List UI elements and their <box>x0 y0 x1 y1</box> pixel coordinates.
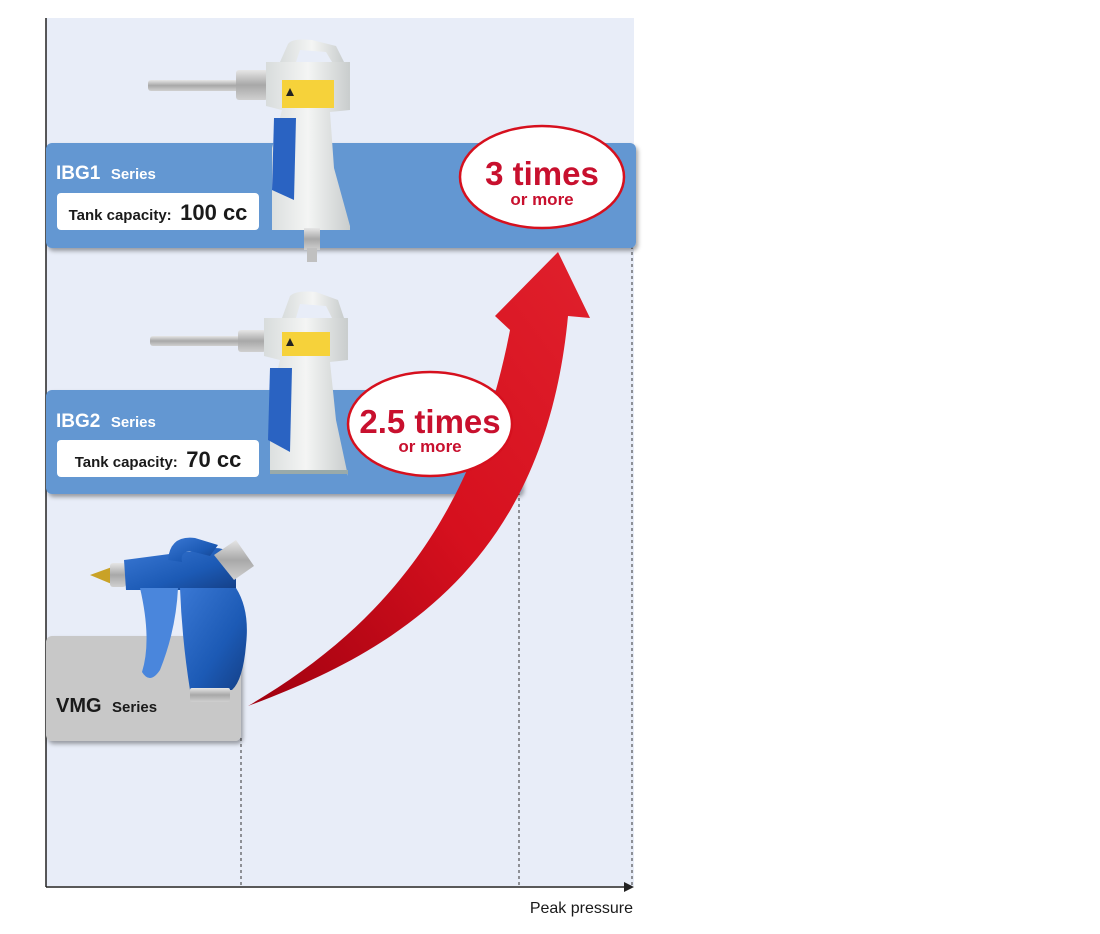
blue-blow-gun-icon <box>90 537 254 702</box>
white-impact-blow-gun-icon <box>148 39 350 262</box>
ibg1-ratio-sub: or more <box>510 190 573 209</box>
svg-text:Tank capacity: 70 cc: Tank capacity: 70 cc <box>75 447 242 472</box>
svg-text:IBG2 Series: IBG2 Series <box>56 411 156 432</box>
ibg1-tank-box <box>57 193 259 230</box>
x-axis-label: Peak pressure <box>530 900 633 917</box>
ibg2-ratio-main: 2.5 times <box>359 403 500 440</box>
ibg1-ratio-badge: 3 times or more <box>458 124 626 230</box>
vmg-series-name: VMG <box>56 695 102 717</box>
ibg2-tank-box <box>57 440 259 477</box>
ibg2-ratio-badge: 2.5 times or more <box>346 370 514 478</box>
x-axis-arrowhead <box>624 882 634 892</box>
ibg2-tank-value: 70 cc <box>186 447 241 472</box>
ibg1-series-name: IBG1 <box>56 163 101 184</box>
vmg-series-suffix: Series <box>112 699 157 716</box>
ibg2-ratio-sub: or more <box>398 437 461 456</box>
ibg2-series-suffix: Series <box>111 414 156 431</box>
ibg1-series-suffix: Series <box>111 166 156 183</box>
svg-text:VMG Series: VMG Series <box>56 695 157 717</box>
increase-arrow <box>248 252 590 706</box>
ibg1-tank-value: 100 cc <box>180 200 247 225</box>
white-impact-blow-gun-icon <box>150 291 348 476</box>
ibg2-tank-label: Tank capacity: <box>75 454 178 471</box>
ibg1-tank-label: Tank capacity: <box>69 207 172 224</box>
svg-text:IBG1 Series: IBG1 Series <box>56 163 156 184</box>
svg-text:Tank capacity: 100 cc: Tank capacity: 100 cc <box>69 200 248 225</box>
ibg2-series-name: IBG2 <box>56 411 100 432</box>
ibg1-ratio-main: 3 times <box>485 155 599 192</box>
